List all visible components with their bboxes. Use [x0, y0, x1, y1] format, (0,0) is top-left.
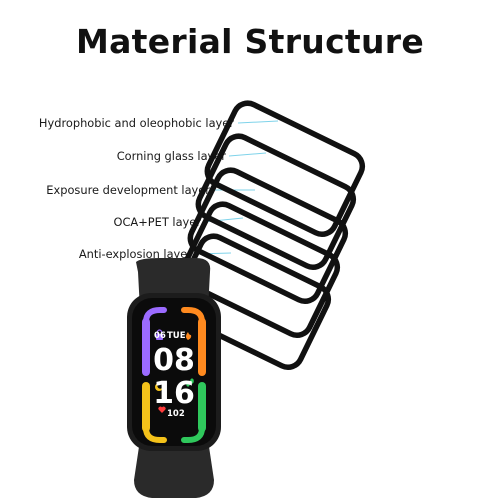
layer-label-oca-pet: OCA+PET layer [113, 215, 201, 229]
lock-icon [156, 329, 163, 340]
layer-label-corning-glass: Corning glass layer [116, 149, 226, 163]
bar-left-bottom [142, 382, 150, 432]
protector-frame-2 [187, 167, 349, 305]
bar-right-bottom [198, 382, 206, 432]
steps-icon [186, 378, 194, 387]
flame-icon [186, 332, 192, 340]
watch-screen [132, 298, 216, 446]
protector-frame-3 [179, 201, 341, 339]
leader-line-1 [228, 152, 267, 157]
bar-left-top-cap [143, 307, 167, 325]
sleep-icon [155, 383, 163, 391]
bar-right-bottom-cap [181, 425, 205, 443]
layer-label-exposure: Exposure development layer [46, 183, 210, 197]
protector-frame-1 [195, 133, 357, 271]
leader-line-0 [237, 120, 279, 124]
layer-label-anti-explosion: Anti-explosion layer [78, 247, 192, 261]
layer-label-hydrophobic: Hydrophobic and oleophobic layer [38, 116, 234, 130]
time-hour: 08 [153, 343, 195, 378]
heart-icon [158, 406, 166, 413]
bar-right-top-cap [181, 307, 205, 325]
protector-frame-0 [204, 100, 366, 238]
bar-left-top [142, 318, 150, 376]
heart-rate-value: 102 [167, 409, 185, 419]
page-title: Material Structure [75, 22, 425, 61]
bar-left-bottom-cap [143, 425, 167, 443]
date-weekday: TUE [167, 331, 186, 341]
bar-right-top [198, 318, 206, 376]
date-day: 06 [154, 331, 166, 341]
time-minute: 16 [153, 376, 195, 411]
strap-bottom [134, 440, 214, 498]
smart-band: 06 TUE 08 16 102 [127, 258, 221, 498]
